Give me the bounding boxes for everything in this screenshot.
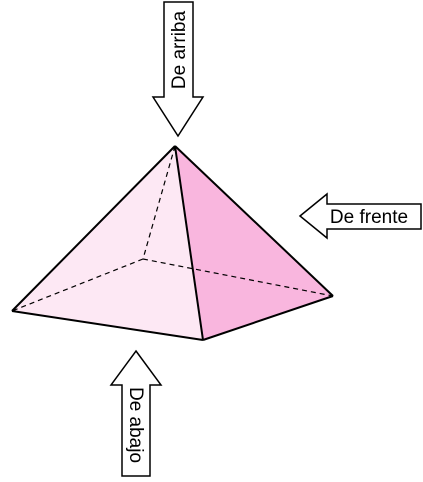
arrow-from-front: De frente xyxy=(298,192,422,240)
pyramid-right-face xyxy=(175,146,333,340)
pyramid-front-face xyxy=(12,146,203,340)
pyramid-visible-edges xyxy=(11,145,334,341)
arrow-from-front-shape xyxy=(298,192,422,240)
edge-apex-right xyxy=(174,145,334,297)
edge-apex-left xyxy=(11,145,176,312)
hidden-edge-back-left xyxy=(11,258,144,312)
arrow-from-top-shape xyxy=(151,1,205,138)
edge-base-right xyxy=(202,295,334,341)
edge-base-left xyxy=(11,310,204,341)
pyramid-hidden-edges xyxy=(11,145,334,312)
arrow-from-top-label: De arriba xyxy=(169,11,190,90)
hidden-edge-apex-back xyxy=(142,145,176,260)
arrow-from-bottom-label: De abajo xyxy=(125,387,146,463)
edge-apex-front xyxy=(174,145,204,341)
arrow-from-bottom: De abajo xyxy=(109,349,163,477)
arrow-from-top: De arriba xyxy=(151,1,205,138)
arrow-from-bottom-shape xyxy=(109,349,163,477)
arrow-from-front-label: De frente xyxy=(330,207,408,228)
